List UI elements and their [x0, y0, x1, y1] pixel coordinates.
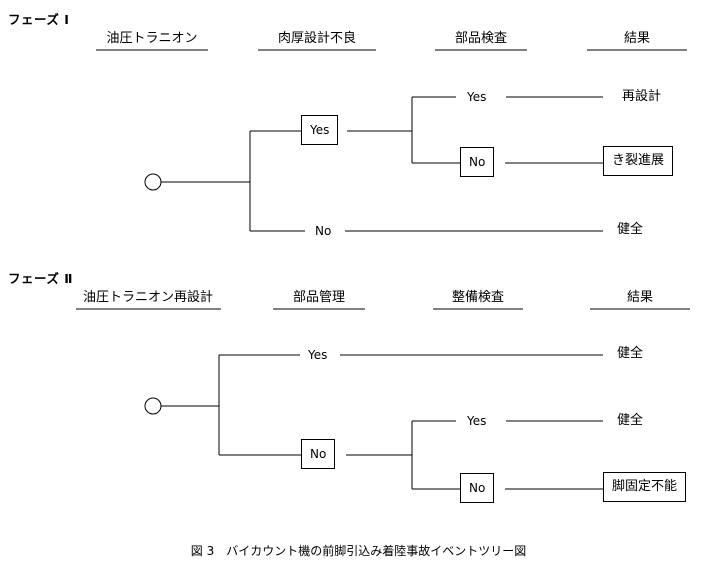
p2-header-inspection: 整備検査	[451, 290, 505, 305]
p2-initial-event-node	[144, 397, 162, 415]
p2-header-result: 結果	[626, 290, 654, 305]
p2-branch-inspection-no-box: No	[460, 473, 495, 503]
phase-1-title: フェーズ Ⅰ	[8, 12, 70, 27]
p1-header-inspection: 部品検査	[454, 31, 508, 46]
p2-header-factor: 部品管理	[292, 290, 346, 305]
p1-header-factor: 肉厚設計不良	[277, 31, 357, 46]
p1-branch-no: No	[315, 224, 332, 238]
p2-branch-no-box: No	[301, 439, 336, 469]
p2-outcome-sound-a: 健全	[617, 346, 644, 361]
p1-outcome-crack-box: き裂進展	[603, 146, 674, 176]
p2-outcome-sound-b: 健全	[617, 413, 644, 428]
p1-header-result: 結果	[623, 31, 651, 46]
p2-outcome-fixed-box: 脚固定不能	[603, 472, 687, 502]
phase-2-title: フェーズ Ⅱ	[8, 271, 73, 286]
p1-outcome-redesign: 再設計	[622, 89, 662, 104]
p1-outcome-sound: 健全	[617, 222, 644, 237]
p1-branch-inspection-no-box: No	[460, 147, 495, 177]
p2-branch-inspection-yes: Yes	[467, 414, 487, 428]
p2-branch-yes: Yes	[308, 348, 328, 362]
p1-initial-event-node	[144, 173, 162, 191]
figure-caption: 図 3 バイカウント機の前脚引込み着陸事故イベントツリー図	[190, 544, 527, 558]
p1-branch-inspection-yes: Yes	[467, 90, 487, 104]
p1-header-event: 油圧トラニオン	[106, 31, 198, 46]
p2-header-event: 油圧トラニオン再設計	[82, 290, 214, 305]
p1-branch-yes-box: Yes	[301, 115, 339, 145]
